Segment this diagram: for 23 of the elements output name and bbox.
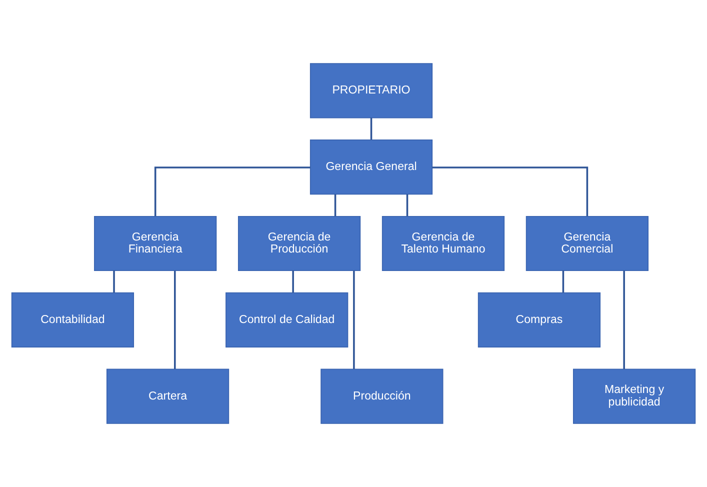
node-box: Marketing y publicidad <box>572 368 696 424</box>
connector <box>432 166 588 216</box>
node-box: Gerencia Financiera <box>94 216 217 272</box>
node-box: Cartera <box>106 368 230 424</box>
node-box: Control de Calidad <box>226 292 348 348</box>
node-box: Contabilidad <box>11 292 134 348</box>
connector <box>174 270 176 369</box>
node-box: Compras <box>478 292 601 348</box>
node-box: Gerencia Comercial <box>526 216 649 272</box>
node-box: Gerencia General <box>310 140 433 195</box>
connector <box>334 194 336 216</box>
node-box: Producción <box>320 368 444 424</box>
node-box: Gerencia de Producción <box>238 216 361 272</box>
node-box: PROPIETARIO <box>310 63 433 118</box>
connector <box>292 270 294 293</box>
connector <box>623 270 625 369</box>
node-box: Gerencia de Talento Humano <box>382 216 505 272</box>
connector <box>113 270 115 293</box>
connector <box>370 118 372 140</box>
connector <box>353 270 355 369</box>
connector <box>562 270 564 293</box>
connector <box>406 194 408 216</box>
connector <box>154 166 310 216</box>
